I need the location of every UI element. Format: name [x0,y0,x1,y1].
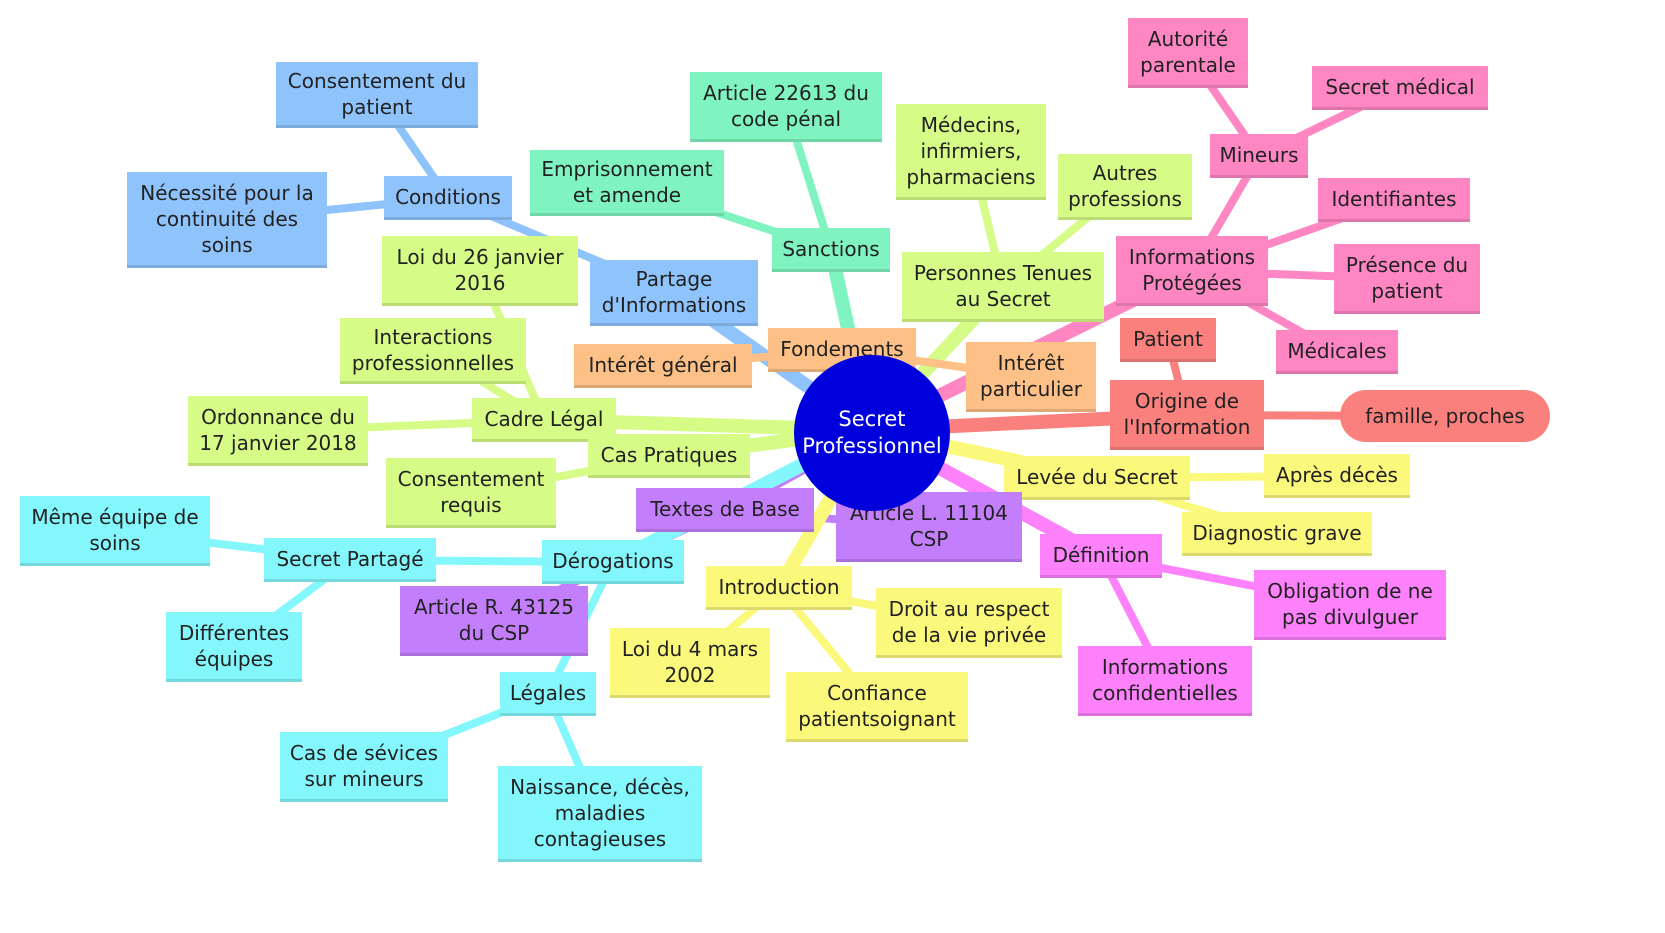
presence-patient-node: Présence du patient [1334,244,1480,314]
droit-respect-node: Droit au respect de la vie privée [876,588,1062,658]
derogations-node: Dérogations [542,540,684,584]
secret-partage-node: Secret Partagé [264,538,436,582]
levee-node: Levée du Secret [1004,456,1190,500]
sevices-node: Cas de sévices sur mineurs [280,732,448,802]
secret-medical-node: Secret médical [1312,66,1488,110]
loi-2016-node: Loi du 26 janvier 2016 [382,236,578,306]
famille-node: famille, proches [1340,390,1550,442]
differentes-equipes-node: Différentes équipes [166,612,302,682]
origine-node: Origine de l'Information [1110,380,1264,450]
apres-deces-node: Après décès [1264,454,1410,498]
informations-node: Informations Protégées [1116,236,1268,306]
diagnostic-node: Diagnostic grave [1182,512,1372,556]
interet-particulier-node: Intérêt particulier [966,342,1096,412]
consentement-patient-node: Consentement du patient [276,62,478,128]
obligation-node: Obligation de ne pas divulguer [1254,570,1446,640]
infos-confidentielles-node: Informations confidentielles [1078,646,1252,716]
cas-node: Cas Pratiques [588,434,750,478]
loi-2002-node: Loi du 4 mars 2002 [610,628,770,698]
partage-node: Partage d'Informations [590,260,758,326]
continuite-soins-node: Nécessité pour la continuité des soins [127,172,327,268]
introduction-node: Introduction [706,566,852,610]
consentement-requis-node: Consentement requis [386,458,556,528]
interactions-node: Interactions professionnelles [340,318,526,384]
naissance-node: Naissance, décès, maladies contagieuses [498,766,702,862]
patient-node: Patient [1120,318,1216,362]
article-r-node: Article R. 43125 du CSP [400,586,588,656]
meme-equipe-node: Même équipe de soins [20,496,210,566]
root-node: Secret Professionnel [794,355,950,511]
interet-general-node: Intérêt général [574,344,752,388]
emprisonnement-node: Emprisonnement et amende [530,150,724,216]
article-penal-node: Article 22613 du code pénal [690,72,882,142]
ordonnance-node: Ordonnance du 17 janvier 2018 [188,396,368,466]
textes-node: Textes de Base [636,488,814,532]
autres-professions-node: Autres professions [1058,154,1192,220]
definition-node: Définition [1040,534,1162,578]
mineurs-node: Mineurs [1210,134,1308,178]
conditions-node: Conditions [384,176,512,220]
legales-node: Légales [500,672,596,716]
identifiantes-node: Identifiantes [1318,178,1470,222]
medecins-node: Médecins, infirmiers, pharmaciens [896,104,1046,200]
medicales-node: Médicales [1276,330,1398,374]
personnes-node: Personnes Tenues au Secret [902,252,1104,322]
sanctions-node: Sanctions [772,228,890,272]
autorite-parentale-node: Autorité parentale [1128,18,1248,88]
confiance-node: Confiance patientsoignant [786,672,968,742]
